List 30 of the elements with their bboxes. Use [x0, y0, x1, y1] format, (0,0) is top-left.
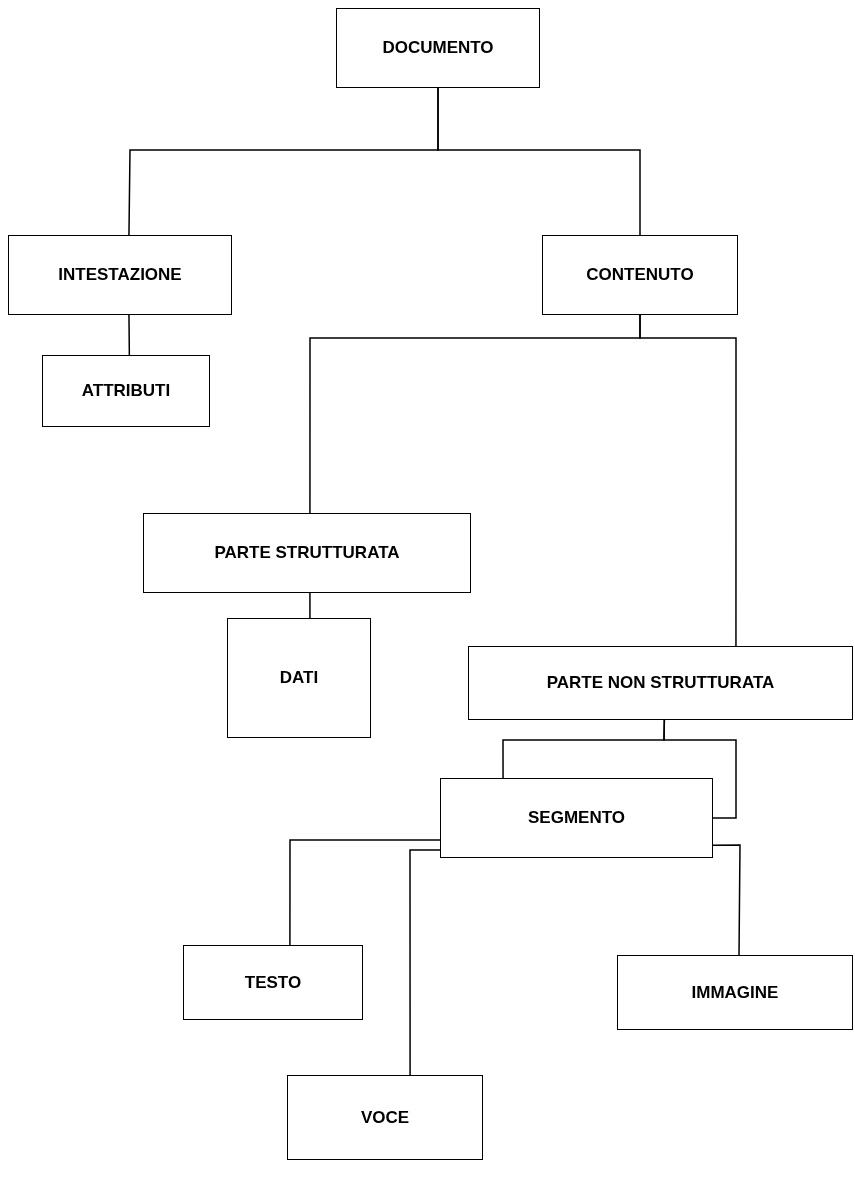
node-label: SEGMENTO: [528, 807, 625, 830]
connector-line: [309, 592, 311, 619]
connector-line: [289, 839, 441, 946]
connector-line: [663, 719, 737, 819]
process-box: [542, 235, 738, 315]
process-box: [336, 8, 540, 88]
connector-line: [639, 314, 737, 647]
node-label: DOCUMENTO: [382, 37, 494, 60]
connector-line: [712, 844, 741, 956]
process-box: [8, 235, 232, 315]
process-box: [183, 945, 363, 1020]
node-label: PARTE NON STRUTTURATA: [546, 672, 775, 695]
node-label: PARTE STRUTTURATA: [214, 542, 400, 565]
process-box: [617, 955, 853, 1030]
node-label: VOCE: [360, 1106, 410, 1129]
process-box: [227, 618, 371, 738]
node-label: ATTRIBUTI: [81, 380, 171, 403]
node-label: TESTO: [244, 971, 302, 994]
node-label: DATI: [279, 667, 319, 690]
node-label: IMMAGINE: [691, 981, 779, 1004]
process-box: [468, 646, 853, 720]
process-box: [287, 1075, 483, 1160]
process-box: [42, 355, 210, 427]
connector-line: [437, 87, 641, 236]
connector-line: [409, 849, 441, 1076]
connector-line: [128, 314, 131, 356]
node-label: CONTENUTO: [586, 264, 694, 287]
node-label: INTESTAZIONE: [58, 264, 182, 287]
process-box: [143, 513, 471, 593]
process-box: [440, 778, 713, 858]
